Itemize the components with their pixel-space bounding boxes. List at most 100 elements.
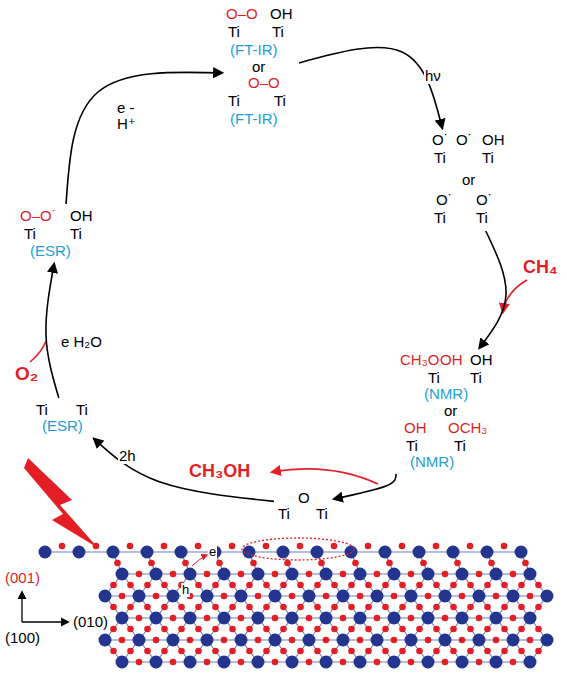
- o-atom: [518, 604, 525, 611]
- chem-group: Ti: [476, 210, 488, 225]
- ti-atom: [286, 612, 299, 625]
- o-atom: [284, 560, 291, 567]
- ti-atom: [167, 634, 180, 647]
- molecule-label: O₂: [14, 364, 39, 384]
- o-atom: [170, 659, 177, 666]
- cycle-arrow: [334, 474, 396, 499]
- o-atom: [348, 626, 355, 633]
- ti-atom: [388, 612, 401, 625]
- ti-atom: [354, 656, 367, 669]
- method-tag: (FT-IR): [230, 42, 277, 57]
- o-atom: [518, 626, 525, 633]
- o-atom: [221, 593, 228, 600]
- o-atom: [433, 543, 440, 550]
- ti-atom: [354, 612, 367, 625]
- ti-atom: [507, 590, 520, 603]
- chem-group: Ti: [36, 402, 48, 417]
- ti-atom: [541, 590, 554, 603]
- ti-atom: [524, 612, 537, 625]
- o-atom: [399, 582, 406, 589]
- ti-atom: [150, 656, 163, 669]
- edge-label: e -H⁺: [116, 100, 144, 132]
- o-atom: [263, 604, 270, 611]
- o-atom: [535, 582, 542, 589]
- chem-group: Ti: [428, 370, 440, 385]
- light-bolt: [24, 458, 98, 548]
- o-atom: [221, 637, 228, 644]
- o-atom: [263, 543, 270, 550]
- o-atom: [178, 626, 185, 633]
- ti-atom: [473, 634, 486, 647]
- axis-label: (100): [4, 630, 41, 646]
- o-atom: [59, 543, 66, 550]
- o-atom: [382, 604, 389, 611]
- o-atom: [144, 604, 151, 611]
- ti-atom: [39, 546, 52, 559]
- charge-arrow: [192, 555, 207, 566]
- o-atom: [408, 659, 415, 666]
- o-atom: [238, 571, 245, 578]
- o-atom: [454, 560, 461, 567]
- o-atom: [484, 604, 491, 611]
- ti-atom: [150, 612, 163, 625]
- ti-atom: [252, 612, 265, 625]
- o-atom: [527, 593, 534, 600]
- ti-atom: [175, 546, 188, 559]
- method-tag: (ESR): [42, 418, 83, 433]
- ti-atom: [235, 590, 248, 603]
- o-atom: [416, 582, 423, 589]
- o-atom: [331, 543, 338, 550]
- reactant-curve: [30, 341, 46, 362]
- chem-group: O˙: [432, 132, 449, 147]
- axis-label: (010): [72, 614, 109, 630]
- ti-atom: [303, 590, 316, 603]
- o-atom: [501, 582, 508, 589]
- o-atom: [280, 604, 287, 611]
- species-structure: TiTi(ESR): [36, 402, 90, 435]
- ti-atom: [218, 612, 231, 625]
- o-atom: [263, 648, 270, 655]
- o-atom: [382, 648, 389, 655]
- o-atom: [161, 648, 168, 655]
- species-structure: O–OOHTiTi(FT-IR)orO–OTiTi(FT-IR): [226, 6, 295, 128]
- o-atom: [280, 648, 287, 655]
- o-atom: [340, 571, 347, 578]
- o-atom: [280, 582, 287, 589]
- o-atom: [119, 637, 126, 644]
- chem-group: Ti: [274, 93, 286, 108]
- ti-atom: [116, 612, 129, 625]
- o-atom: [365, 604, 372, 611]
- o-atom: [467, 604, 474, 611]
- o-atom: [535, 604, 542, 611]
- o-atom: [136, 615, 143, 622]
- o-atom: [204, 571, 211, 578]
- ti-atom: [337, 634, 350, 647]
- o-atom: [331, 604, 338, 611]
- o-atom: [272, 571, 279, 578]
- o-atom: [297, 543, 304, 550]
- o-atom: [110, 626, 117, 633]
- o-atom: [416, 604, 423, 611]
- o-atom: [365, 582, 372, 589]
- ti-atom: [439, 634, 452, 647]
- o-atom: [272, 615, 279, 622]
- o-atom: [289, 637, 296, 644]
- o-atom: [246, 626, 253, 633]
- o-atom: [433, 604, 440, 611]
- o-atom: [374, 615, 381, 622]
- o-atom: [314, 582, 321, 589]
- cycle-arrow: [66, 72, 222, 204]
- chem-group: O˙: [456, 132, 473, 147]
- o-atom: [148, 560, 155, 567]
- tio2-lattice: [39, 543, 554, 669]
- ti-atom: [116, 656, 129, 669]
- o-atom: [297, 648, 304, 655]
- ti-atom: [405, 590, 418, 603]
- o-atom: [340, 615, 347, 622]
- o-atom: [127, 543, 134, 550]
- o-atom: [212, 626, 219, 633]
- o-atom: [114, 560, 121, 567]
- o-atom: [216, 560, 223, 567]
- o-atom: [161, 543, 168, 550]
